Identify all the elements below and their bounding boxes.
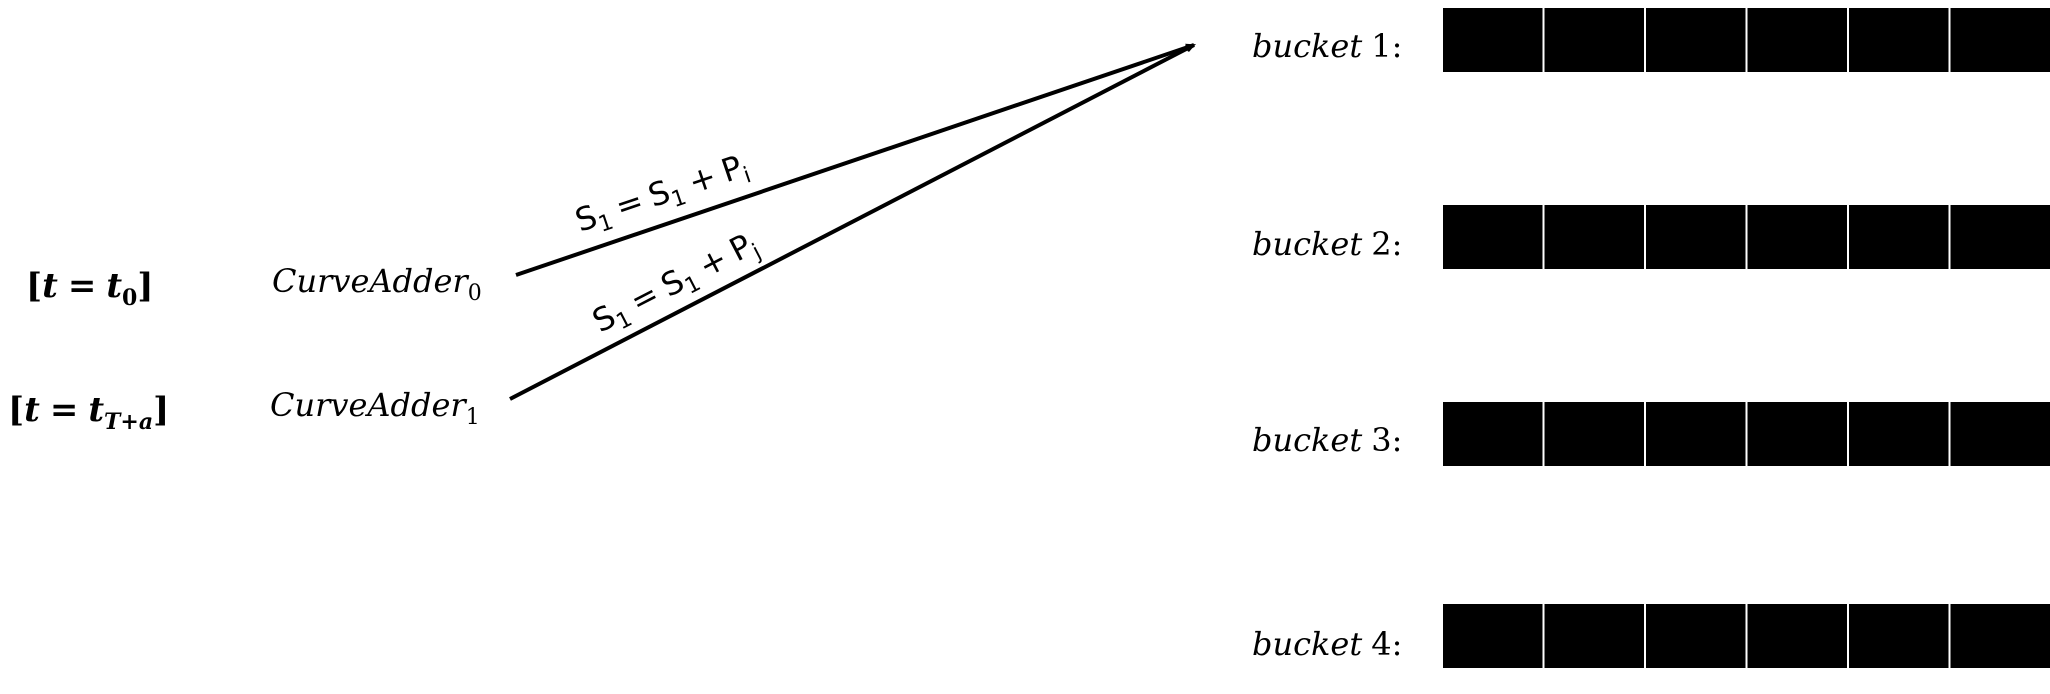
bucket-slot <box>1745 6 1849 74</box>
bucket-slot <box>1948 203 2050 271</box>
bucket-slot <box>1847 400 1951 468</box>
bucket-slot <box>1745 400 1849 468</box>
curve-adder-1-label: CurveAdder1 <box>270 386 480 430</box>
bucket-slot <box>1948 400 2050 468</box>
bucket-slot <box>1847 6 1951 74</box>
bucket-4-slots <box>1441 602 2050 670</box>
bucket-slot <box>1441 602 1545 670</box>
arrow-adder-1-to-bucket-1 <box>509 43 1196 401</box>
bucket-3-slots <box>1441 400 2050 468</box>
time-label-t0: [t=t0] <box>26 266 153 311</box>
bucket-slot <box>1644 6 1748 74</box>
edge-label-0-group: S1=S1+Pi <box>570 146 754 244</box>
bucket-slot <box>1847 602 1951 670</box>
bucket-slot <box>1542 602 1646 670</box>
bucket-slot <box>1745 602 1849 670</box>
bucket-slot <box>1948 6 2050 74</box>
bucket-slot <box>1441 6 1545 74</box>
bucket-2-slots <box>1441 203 2050 271</box>
bucket-slot <box>1542 6 1646 74</box>
bucket-slot <box>1542 400 1646 468</box>
edge-label-0: S1=S1+Pi <box>570 146 754 244</box>
bucket-slot <box>1441 203 1545 271</box>
bucket-slot <box>1644 602 1748 670</box>
curve-adder-0-label: CurveAdder0 <box>272 262 482 306</box>
bucket-1-slots <box>1441 6 2050 74</box>
arrow-adder-0-to-bucket-1 <box>515 43 1196 277</box>
time-label-tta: [t=tT+a] <box>8 390 169 435</box>
bucket-slot <box>1948 602 2050 670</box>
bucket-slot <box>1644 400 1748 468</box>
bucket-slot <box>1441 400 1545 468</box>
bucket-slot <box>1745 203 1849 271</box>
bucket-slot <box>1847 203 1951 271</box>
bucket-slot <box>1644 203 1748 271</box>
bucket-slot <box>1542 203 1646 271</box>
